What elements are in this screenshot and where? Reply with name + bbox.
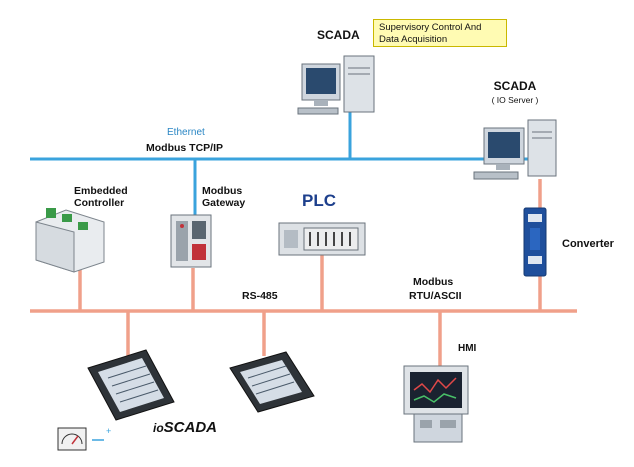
plc-icon xyxy=(278,222,366,256)
rs485-label: RS-485 xyxy=(242,290,278,302)
ioscada-panel-left-icon xyxy=(87,349,175,421)
rtu-ascii-label: RTU/ASCII xyxy=(409,290,462,302)
hmi-icon xyxy=(403,365,469,443)
converter-icon xyxy=(523,207,547,277)
svg-text:+: + xyxy=(106,426,111,436)
hmi-label: HMI xyxy=(458,343,477,354)
scada-io-label: SCADA xyxy=(493,79,537,93)
ioscada-logo-label: ioSCADA xyxy=(153,419,217,436)
converter-label: Converter xyxy=(562,238,614,250)
modbus-gateway-label-line1: Modbus xyxy=(202,185,243,197)
scada-callout-line1: Supervisory Control And xyxy=(379,22,482,33)
ethernet-label: Ethernet xyxy=(167,127,205,138)
scada-io-sublabel: ( IO Server ) xyxy=(491,95,539,105)
embedded-controller-icon xyxy=(35,208,105,273)
ioscada-panel-right-icon xyxy=(229,351,315,413)
modbus-gateway-icon xyxy=(170,214,212,268)
ioscada-suffix: SCADA xyxy=(163,419,218,436)
scada-top-label: SCADA xyxy=(317,28,360,42)
scada-computer-icon xyxy=(297,55,375,115)
ethernet-protocol-label: Modbus TCP/IP xyxy=(146,142,223,154)
modbus-serial-label: Modbus xyxy=(413,276,454,288)
plc-label: PLC xyxy=(302,191,336,210)
meter-icon: + xyxy=(57,426,111,451)
embedded-controller-label-line2: Controller xyxy=(74,197,125,209)
embedded-controller-label-line1: Embedded xyxy=(74,185,128,197)
ioscada-prefix: io xyxy=(153,421,164,435)
scada-callout-line2: Data Acquisition xyxy=(379,34,448,45)
io-server-computer-icon xyxy=(473,119,557,180)
ethernet-bus xyxy=(30,112,542,215)
modbus-gateway-label-line2: Gateway xyxy=(202,197,246,209)
scada-callout: Supervisory Control And Data Acquisition xyxy=(373,19,507,47)
